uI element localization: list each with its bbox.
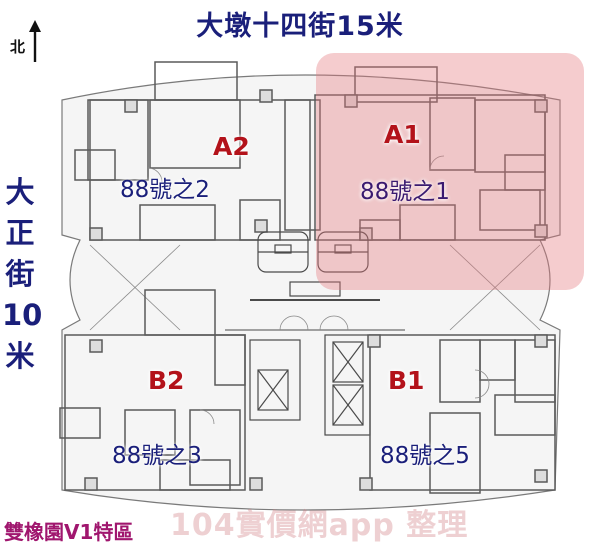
north-arrow-icon xyxy=(29,20,41,62)
street-west-char: 大 xyxy=(5,175,35,209)
unit-address-b2: 88號之3 xyxy=(112,443,202,469)
project-name: 雙橡園V1特區 xyxy=(4,520,134,544)
north-indicator: 北 xyxy=(10,20,50,64)
unit-code-b2: B2 xyxy=(148,366,185,395)
unit-code-a2: A2 xyxy=(213,132,250,161)
north-label: 北 xyxy=(10,38,26,56)
street-west-char: 米 xyxy=(5,339,35,373)
floor-plan xyxy=(59,61,561,511)
unit-address-a1: 88號之1 xyxy=(360,179,450,205)
street-west-char: 街 xyxy=(5,257,35,291)
unit-address-a2: 88號之2 xyxy=(120,177,210,203)
unit-address-b1: 88號之5 xyxy=(380,443,470,469)
street-label-north: 大墩十四街15米 xyxy=(196,11,404,42)
street-west-char: 正 xyxy=(5,216,35,250)
street-label-west: 大 正 街 10 米 xyxy=(2,172,43,377)
street-west-char: 10 xyxy=(2,298,43,332)
unit-code-a1: A1 xyxy=(384,120,421,149)
unit-a1-highlight xyxy=(316,53,584,290)
watermark: 104實價網app 整理 xyxy=(170,508,469,543)
unit-code-b1: B1 xyxy=(388,366,425,395)
